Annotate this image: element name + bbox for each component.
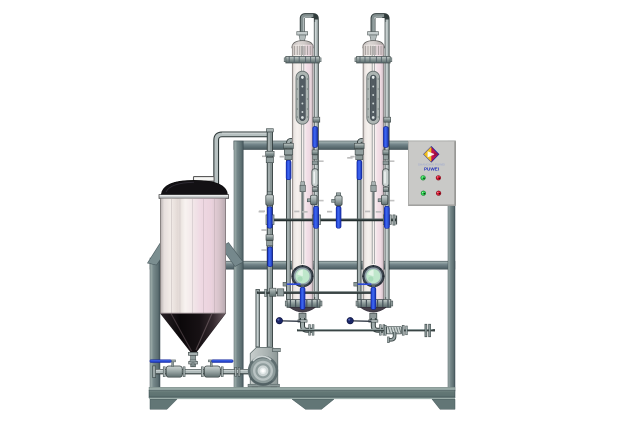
svg-text:SHANGHAI PUWEI: SHANGHAI PUWEI	[418, 163, 445, 167]
svg-text:PUWEI: PUWEI	[424, 166, 439, 171]
